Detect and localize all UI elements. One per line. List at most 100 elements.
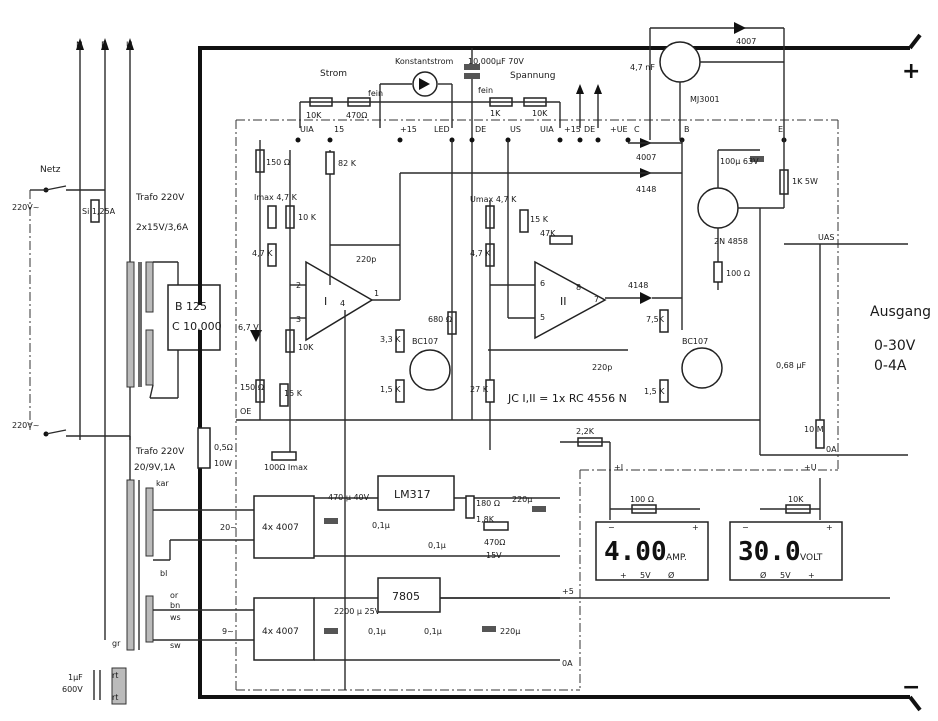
diode-top-label: 4007 [736, 37, 756, 46]
cap-01u-a-label: 0,1µ [372, 521, 390, 530]
op2-pin8: 8 [576, 283, 581, 292]
pin-0a2-label: 0A [562, 659, 573, 668]
cap-470u-label: 470 µ 40V [328, 493, 370, 502]
pin-row: UIA 15 +15 LED DE US UIA +15 DE +UE C B … [295, 125, 787, 143]
meter-a-value: 4.00 [604, 537, 667, 567]
pot-470b-label: 470Ω [484, 538, 505, 547]
r-150b-label: 150 Ω [240, 383, 264, 392]
pin-us: US [510, 125, 521, 134]
pin-uia: UIA [300, 125, 314, 134]
op1-pin4: 4 [340, 299, 345, 308]
op1-label: I [324, 295, 327, 308]
meter-a-5v: 5V [640, 571, 651, 580]
wire-sw: sw [170, 641, 181, 650]
zener-label: 6,7 V [238, 323, 259, 332]
v220-top-label: 220V~ [12, 203, 39, 212]
opamp-1: I 2 3 4 1 220p [290, 150, 401, 690]
meter-a-minus: − [608, 523, 615, 532]
pin-p15: +15 [400, 125, 417, 134]
r-05-label: 0,5Ω [214, 443, 233, 452]
meter-v-unit: VOLT [800, 553, 823, 563]
output-plus: + [902, 59, 920, 84]
bridge2-b: 4x 4007 [262, 627, 299, 637]
cap-068-label: 0,68 µF [776, 361, 806, 370]
pin-e: E [778, 125, 783, 134]
meter-v-value: 30.0 [738, 537, 801, 567]
pot-470-label: 470Ω [346, 111, 367, 120]
lm317-label: LM317 [394, 488, 431, 501]
wire-or: or [170, 591, 179, 600]
meter-v-plus: + [808, 571, 815, 580]
pin-de2: DE [584, 125, 595, 134]
r-15k-b-label: 15 K [530, 215, 549, 224]
pin-pue: +UE [610, 125, 628, 134]
fuse-label: Si 1,25A [82, 207, 116, 216]
r-100b-label: 100 Ω [630, 495, 654, 504]
driver-b: 7,5K BC107 1,5 K [644, 309, 723, 403]
fet-section: 2N 4858 100µ 63V 100 Ω 1K 5W [697, 140, 818, 290]
konstantstrom-label: Konstantstrom [395, 57, 454, 66]
grob-1k-label: 1K [490, 109, 501, 118]
pin-p15b: +15 [564, 125, 581, 134]
pin-15: 15 [334, 125, 344, 134]
pot-100-imax-label: 100Ω Imax [264, 463, 308, 472]
r-4k7b-label: 4,7 K [470, 249, 491, 258]
op1-pin3: 3 [296, 315, 301, 324]
bridge-rectifier-main: B 125 C 10.000 [167, 284, 222, 351]
fein1-label: fein [368, 89, 383, 98]
trafo1-spec: 2x15V/3,6A [136, 223, 189, 233]
cap-100u-label: 100µ 63V [720, 157, 759, 166]
r-3k3-label: 3,3 K [380, 335, 401, 344]
v15-label: 15V [486, 551, 502, 560]
r-10k-a-label: 10 K [298, 213, 317, 222]
meter-v-minus: − [742, 523, 749, 532]
r-680-label: 680 Ω [428, 315, 452, 324]
trafo1-title: Trafo 220V [135, 193, 185, 203]
meter-wiring: +I +U 0A 100 Ω 10K [562, 463, 821, 668]
meter-a-0: Ø [668, 570, 674, 580]
r-1k5a-label: 1,5 K [380, 385, 401, 394]
imax-pot-label: Imax 4,7 K [254, 193, 298, 202]
pin-oe: OE [240, 407, 251, 416]
r-27k-label: 27 K [470, 385, 489, 394]
pin-p5-label: +5 [562, 587, 574, 596]
bridge2-a: 4x 4007 [262, 523, 299, 533]
pot-10k-b-label: 10K [532, 109, 548, 118]
meter-v-5v: 5V [780, 571, 791, 580]
trafo2-title: Trafo 220V [135, 447, 185, 457]
wire-ws: ws [170, 613, 181, 622]
range-v-label: 0-30V [874, 338, 916, 354]
left-ladder: 150 Ω 82 K Imax 4,7 K 10 K 4,7 K 6,7 V 1… [236, 140, 760, 472]
aux-bridges: 4x 4007 20~ 4x 4007 9~ [220, 495, 560, 661]
diode-4007-label: 4007 [636, 153, 656, 162]
mains-r-label: R [101, 41, 107, 51]
wire-rt1: rt [112, 671, 118, 680]
wire-kar: kar [156, 479, 169, 488]
r-2k2-label: 2,2K [576, 427, 595, 436]
diode-4148a-label: 4148 [636, 185, 656, 194]
cap-01u-b-label: 0,1µ [428, 541, 446, 550]
op2-pin5: 5 [540, 313, 545, 322]
reg-7805-section: 2200 µ 25V 0,1µ 7805 0,1µ 220µ +5 [324, 577, 890, 636]
cap-220p-b-label: 220p [592, 363, 612, 372]
op2-pin6: 6 [540, 279, 545, 288]
cap-01u-d-label: 0,1µ [424, 627, 442, 636]
cap-47nf-label: 4,7 nF [630, 63, 655, 72]
fein2-label: fein [478, 86, 493, 95]
v9-label: 9~ [222, 627, 234, 636]
r-47k-label: 47K [540, 229, 556, 238]
meter-a-unit: AMP. [666, 553, 687, 563]
mains-n-label: N [76, 41, 83, 51]
cap-2200u-label: 2200 µ 25V [334, 607, 381, 616]
cap-220p-a-label: 220p [356, 255, 376, 264]
trafo2-spec: 20/9V,1A [134, 463, 176, 473]
spannung-label: Spannung [510, 71, 555, 81]
r-7k5-label: 7,5K [646, 315, 665, 324]
top-controls: Strom Konstantstrom 10.000µF 70V Spannun… [299, 48, 602, 420]
r-10m-label: 10 M [804, 425, 824, 434]
r-4k7-label: 4,7 K [252, 249, 273, 258]
pin-b: B [684, 125, 690, 134]
op2-pin7: 7 [594, 295, 599, 304]
r-82k-label: 82 K [338, 159, 357, 168]
pin-uia2: UIA [540, 125, 554, 134]
